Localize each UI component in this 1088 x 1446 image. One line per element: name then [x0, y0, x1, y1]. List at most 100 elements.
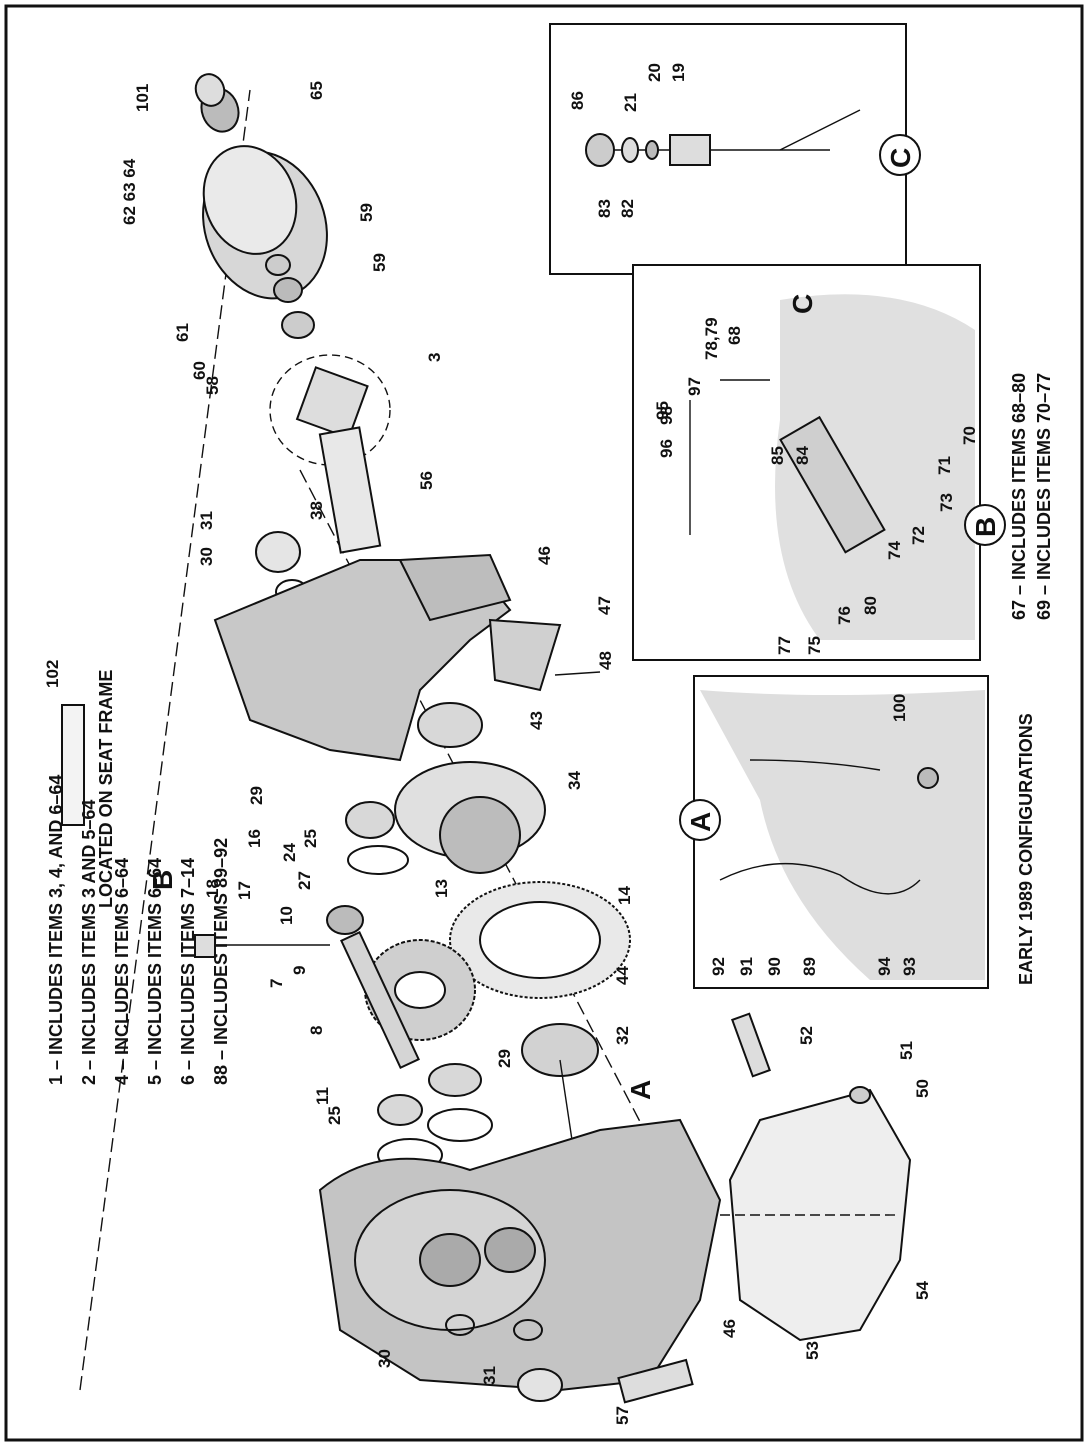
bearing-stack — [265, 254, 315, 339]
label-74: 74 — [885, 541, 904, 560]
label-65: 65 — [307, 81, 326, 100]
label-32: 32 — [613, 1026, 632, 1045]
label-34: 34 — [565, 771, 584, 790]
label-80: 80 — [861, 596, 880, 615]
cap-lower — [517, 1368, 563, 1402]
ring-gear-bore — [479, 901, 601, 979]
label-7: 7 — [267, 979, 286, 988]
label-21: 21 — [621, 93, 640, 112]
label-3: 3 — [425, 353, 444, 362]
label-13: 13 — [432, 879, 451, 898]
label-56: 56 — [417, 471, 436, 490]
label-101: 101 — [133, 84, 152, 112]
part-labels: 101 62 63 64 65 59 59 61 60 58 3 56 38 3… — [43, 63, 979, 1425]
label-96: 96 — [657, 439, 676, 458]
label-82: 82 — [618, 199, 637, 218]
label-52: 52 — [797, 1026, 816, 1045]
label-91: 91 — [737, 957, 756, 976]
inset-a-bolt-100 — [917, 767, 939, 789]
callout-c-inset: C — [885, 148, 916, 168]
label-16: 16 — [245, 829, 264, 848]
note-4: 4 – INCLUDES ITEMS 6–64 — [112, 858, 132, 1085]
outer-border — [4, 4, 1084, 1442]
callout-b-inset: B — [970, 517, 1001, 537]
snap-ring-lower-a — [445, 1314, 475, 1336]
note-88: 88 – INCLUDES ITEMS 89–92 — [211, 838, 231, 1085]
label-31b: 31 — [480, 1366, 499, 1385]
label-59b: 59 — [370, 253, 389, 272]
label-31a: 31 — [197, 511, 216, 530]
callout-c-arrow: C — [787, 294, 818, 314]
seat-frame-label-box — [61, 704, 85, 826]
callout-a-main: A — [625, 1080, 656, 1100]
label-50: 50 — [913, 1079, 932, 1098]
label-72: 72 — [909, 526, 928, 545]
centerline-main — [79, 89, 251, 1391]
label-14: 14 — [615, 886, 634, 905]
label-46b: 46 — [720, 1319, 739, 1338]
cap-top — [255, 531, 301, 573]
inset-a-frame-rail — [749, 759, 881, 771]
bearing-32 — [521, 1023, 599, 1077]
label-73: 73 — [937, 493, 956, 512]
label-30a: 30 — [197, 547, 216, 566]
label-62-63-64: 62 63 64 — [120, 158, 139, 225]
label-102: 102 — [43, 660, 62, 688]
note-6: 6 – INCLUDES ITEMS 7–14 — [178, 858, 198, 1085]
label-51: 51 — [897, 1041, 916, 1060]
label-84: 84 — [793, 446, 812, 465]
label-30b: 30 — [375, 1349, 394, 1368]
inset-b-frame-shading — [775, 294, 975, 640]
label-18: 18 — [203, 879, 222, 898]
label-92: 92 — [709, 957, 728, 976]
label-93: 93 — [900, 957, 919, 976]
bolt-48 — [554, 671, 601, 676]
label-38: 38 — [307, 501, 326, 520]
label-48: 48 — [596, 651, 615, 670]
label-57: 57 — [613, 1406, 632, 1425]
label-97: 97 — [685, 377, 704, 396]
note-2: 2 – INCLUDES ITEMS 3 AND 5–64 — [79, 800, 99, 1085]
label-25a: 25 — [301, 829, 320, 848]
inset-b-note-67: 67 – INCLUDES ITEMS 68–80 — [1009, 373, 1029, 620]
label-100: 100 — [890, 694, 909, 722]
label-10: 10 — [277, 906, 296, 925]
inset-a-frame-shading — [700, 690, 985, 980]
callout-a-inset: A — [685, 812, 716, 832]
label-86: 86 — [568, 91, 587, 110]
label-61: 61 — [173, 323, 192, 342]
plug-51 — [849, 1086, 871, 1104]
label-9: 9 — [290, 966, 309, 975]
label-27: 27 — [295, 871, 314, 890]
label-58: 58 — [203, 376, 222, 395]
label-60: 60 — [190, 361, 209, 380]
label-68: 68 — [725, 326, 744, 345]
inset-c-spring — [585, 133, 615, 167]
inset-a-drawing — [679, 690, 985, 980]
label-77: 77 — [775, 636, 794, 655]
pinion-shaft — [340, 931, 420, 1069]
lower-housing-bore-b — [484, 1227, 536, 1273]
inset-b-spring — [779, 415, 886, 554]
axle-tube — [617, 1358, 694, 1404]
label-70: 70 — [960, 426, 979, 445]
label-17: 17 — [235, 881, 254, 900]
brake-plate-outline — [269, 354, 391, 466]
label-19: 19 — [669, 63, 688, 82]
main-exploded-view — [61, 73, 912, 1404]
note-5: 5 – INCLUDES ITEMS 6–64 — [145, 858, 165, 1085]
inset-c-cable — [779, 109, 861, 151]
label-98: 98 — [657, 406, 676, 425]
snap-ring-lower-b — [513, 1319, 543, 1341]
label-47: 47 — [595, 596, 614, 615]
label-53: 53 — [803, 1341, 822, 1360]
label-83: 83 — [595, 199, 614, 218]
label-95: 95 — [653, 401, 672, 420]
label-44: 44 — [613, 966, 632, 985]
label-43: 43 — [527, 711, 546, 730]
callout-b-main: B — [147, 870, 178, 890]
label-8: 8 — [307, 1026, 326, 1035]
inset-b-callout-circle — [964, 504, 1006, 546]
